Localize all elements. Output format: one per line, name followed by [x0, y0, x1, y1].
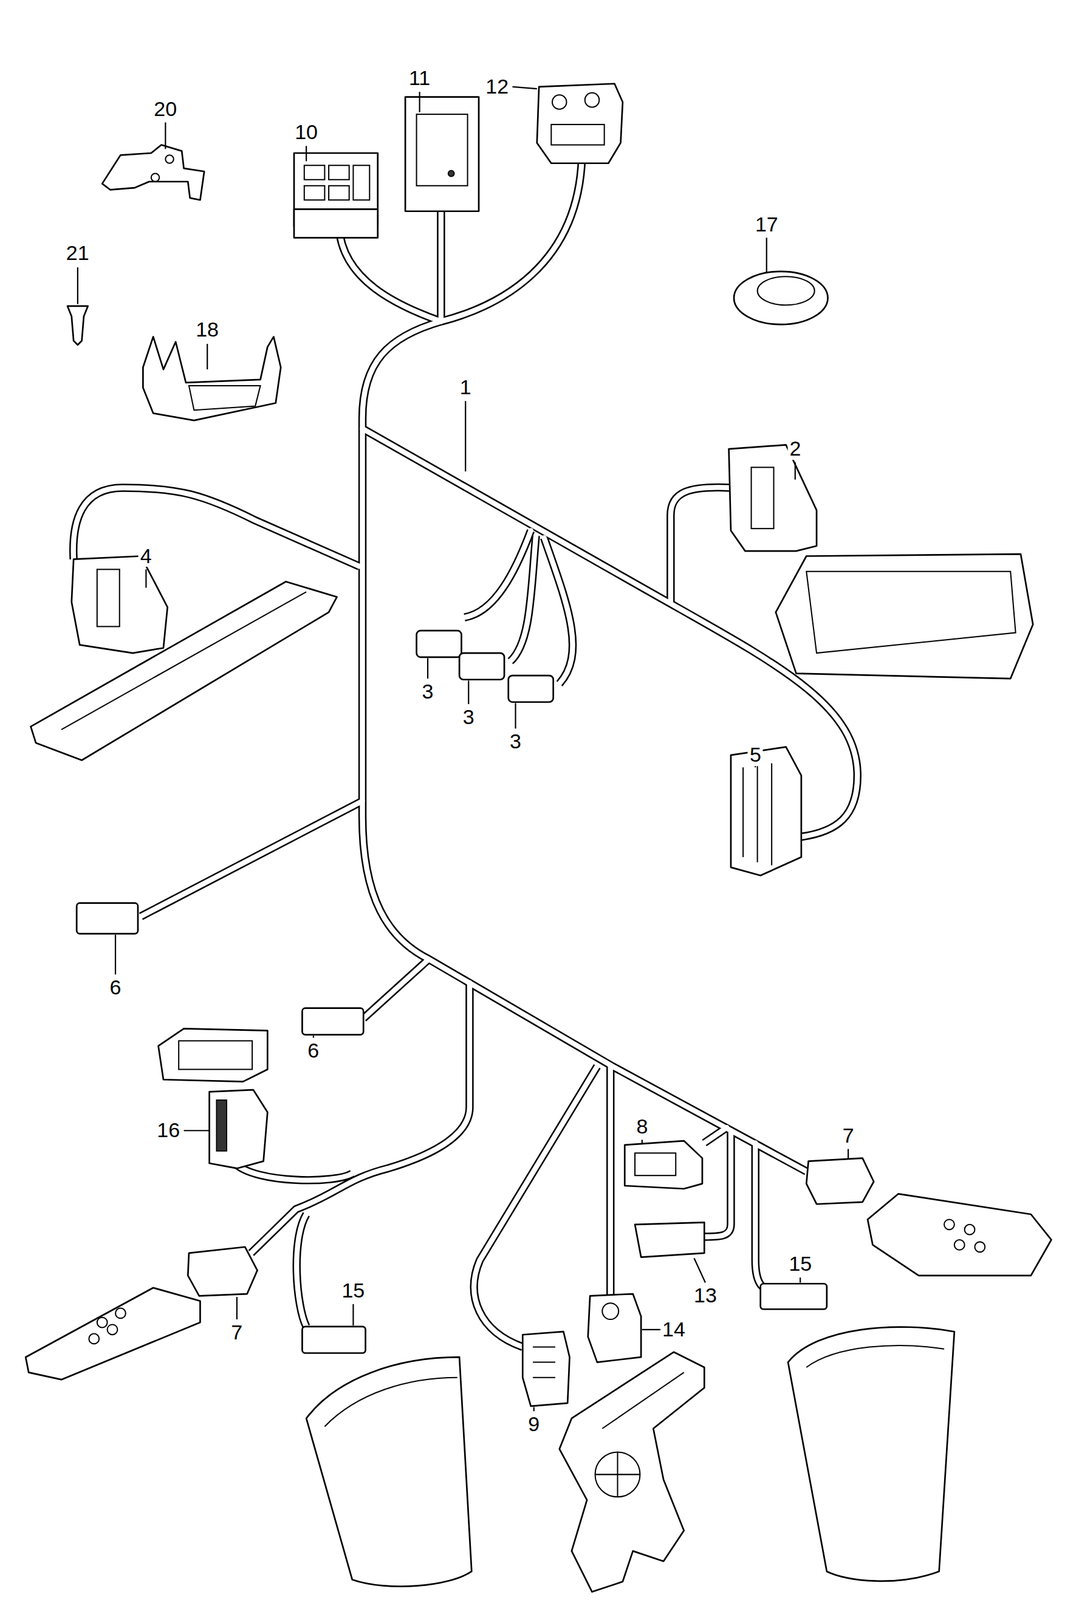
callout-number: 13	[691, 1285, 719, 1308]
callout-number: 17	[753, 213, 781, 236]
callout-number: 3	[461, 706, 477, 729]
callout-number: 6	[107, 976, 123, 999]
callout-number: 12	[483, 75, 511, 98]
callout-number: 20	[151, 98, 179, 121]
callout-number: 11	[407, 68, 432, 90]
callout-number: 8	[634, 1116, 650, 1138]
callout-number: 7	[840, 1125, 857, 1148]
callout-number: 18	[193, 318, 221, 341]
callout-number: 15	[786, 1253, 814, 1276]
leader-lines	[77, 86, 849, 1412]
callout-number: 5	[747, 744, 764, 767]
callout-number: 4	[138, 545, 154, 568]
callout-number: 21	[64, 242, 92, 265]
callout-number: 14	[660, 1318, 688, 1341]
callout-number: 3	[420, 681, 436, 703]
callout-number: 9	[526, 1413, 542, 1436]
callout-number: 10	[292, 122, 320, 144]
callout-number: 16	[154, 1119, 182, 1142]
callout-number: 2	[787, 438, 803, 460]
callout-number: 7	[229, 1322, 245, 1344]
callout-number: 3	[507, 730, 524, 753]
harness-wires	[73, 157, 858, 1347]
callout-number: 1	[458, 376, 474, 399]
parts	[25, 83, 1052, 1593]
callout-number: 15	[339, 1280, 367, 1302]
callout-number: 6	[305, 1040, 321, 1062]
